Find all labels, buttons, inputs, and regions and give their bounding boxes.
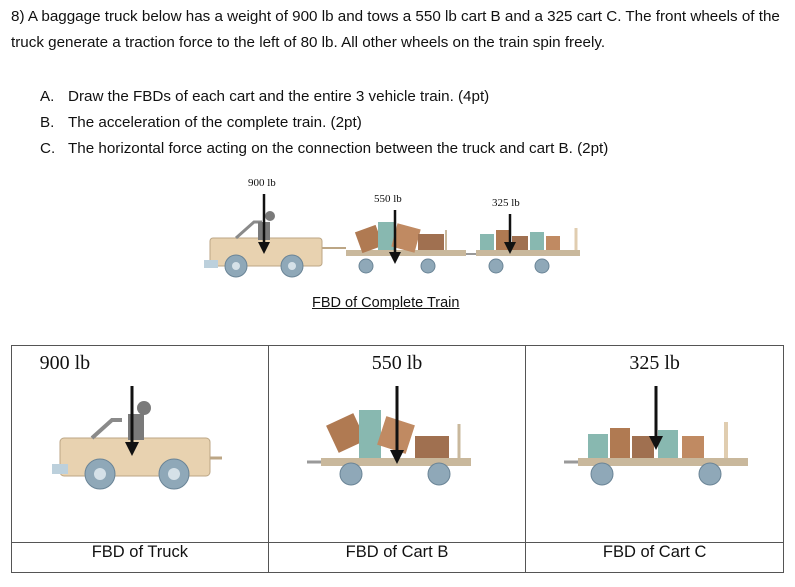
cart-c-weight-label: 325 lb xyxy=(492,197,520,209)
truck-weight-arrow xyxy=(258,194,270,254)
cart-b-fbd-weight-label: 550 lb xyxy=(371,352,423,374)
fbd-table: 900 lb 550 lb xyxy=(11,345,784,573)
question-a: A. Draw the FBDs of each cart and the en… xyxy=(40,84,780,110)
train-figure: 900 lb 550 lb 325 lb xyxy=(204,177,580,278)
cart-c-drawing xyxy=(476,228,580,274)
cart-c-fbd-caption: FBD of Cart C xyxy=(525,542,784,573)
truck-fbd-weight-label: 900 lb xyxy=(39,352,91,374)
fbd-picture-row: 900 lb 550 lb xyxy=(11,345,784,543)
truck-weight-label: 900 lb xyxy=(248,177,276,189)
problem-statement: 8) A baggage truck below has a weight of… xyxy=(11,8,780,51)
truck-fbd-weight-arrow xyxy=(125,386,139,456)
question-text: The horizontal force acting on the conne… xyxy=(68,140,609,157)
question-list: A. Draw the FBDs of each cart and the en… xyxy=(40,84,780,162)
cart-c-fbd-weight-arrow xyxy=(649,386,664,450)
cart-b-fbd-weight-arrow xyxy=(389,386,404,464)
cart-c-fbd-drawing xyxy=(564,386,749,486)
cart-b-fbd-caption: FBD of Cart B xyxy=(267,542,527,573)
cart-c-weight-arrow xyxy=(504,214,516,254)
question-marker: A. xyxy=(40,88,55,105)
cart-c-fbd-cell[interactable]: 325 lb xyxy=(525,345,784,543)
cart-b-weight-label: 550 lb xyxy=(374,193,402,205)
train-fbd-caption: FBD of Complete Train xyxy=(312,295,460,311)
truck-fbd-cell[interactable]: 900 lb xyxy=(11,345,269,543)
truck-fbd-drawing xyxy=(52,386,222,490)
cart-b-fbd-drawing xyxy=(306,386,471,486)
cart-b-fbd-cell[interactable]: 550 lb xyxy=(267,345,527,543)
question-b: B. The acceleration of the complete trai… xyxy=(40,110,780,136)
fbd-caption-row: FBD of Truck FBD of Cart B FBD of Cart C xyxy=(11,542,784,573)
truck-fbd-caption: FBD of Truck xyxy=(11,542,269,573)
question-marker: C. xyxy=(40,140,56,157)
cart-c-fbd-weight-label: 325 lb xyxy=(629,352,680,374)
question-marker: B. xyxy=(40,114,55,131)
question-text: Draw the FBDs of each cart and the entir… xyxy=(68,88,490,105)
cart-b-weight-arrow xyxy=(389,210,401,264)
question-c: C. The horizontal force acting on the co… xyxy=(40,136,780,162)
cart-b-drawing xyxy=(346,222,481,274)
question-text: The acceleration of the complete train. … xyxy=(68,114,362,131)
truck-drawing xyxy=(204,211,346,278)
